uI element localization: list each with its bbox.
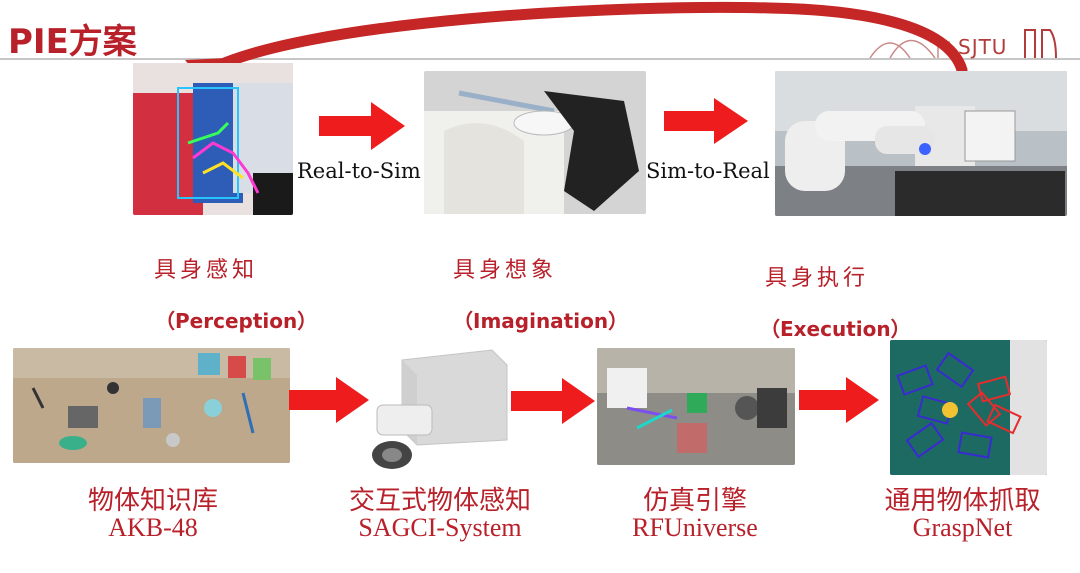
sagci-caption-cn: 交互式物体感知 bbox=[348, 486, 531, 516]
simulation-scene-image bbox=[597, 348, 795, 465]
header-divider bbox=[0, 58, 1080, 60]
akb-caption-en: AKB-48 bbox=[108, 513, 198, 542]
stage-imagination-cn: 具身想象 bbox=[453, 258, 558, 283]
real-to-sim-label: Real-to-Sim bbox=[297, 159, 421, 183]
sagci-caption-en: SAGCI-System bbox=[358, 513, 522, 542]
slide-title: PIE方案 bbox=[8, 22, 137, 62]
stage-perception-en: （Perception） bbox=[155, 309, 318, 333]
logo-text: SJTU bbox=[958, 35, 1008, 59]
rfuniverse-caption-en: RFUniverse bbox=[632, 513, 758, 542]
point-cloud-image bbox=[372, 345, 508, 470]
stage-execution-cn: 具身执行 bbox=[765, 266, 870, 291]
right-arrow-icon bbox=[511, 378, 595, 424]
simulated-gripper-photo bbox=[424, 71, 646, 214]
sim-to-real-label: Sim-to-Real bbox=[646, 159, 770, 183]
stage-imagination-en: （Imagination） bbox=[453, 309, 629, 333]
right-arrow-icon bbox=[289, 377, 369, 423]
robot-arm-photo bbox=[775, 71, 1067, 216]
right-arrow-icon bbox=[319, 102, 405, 150]
akb-caption-cn: 物体知识库 bbox=[87, 486, 218, 516]
object-collection-image bbox=[13, 348, 290, 463]
stage-execution-en: （Execution） bbox=[760, 317, 911, 341]
right-arrow-icon bbox=[664, 98, 748, 144]
graspnet-caption-cn: 通用物体抓取 bbox=[884, 486, 1041, 516]
grasp-poses-image bbox=[890, 340, 1047, 475]
hand-tracking-photo bbox=[133, 63, 293, 215]
graspnet-caption-en: GraspNet bbox=[912, 513, 1013, 542]
right-arrow-icon bbox=[799, 377, 879, 423]
rfuniverse-caption-cn: 仿真引擎 bbox=[642, 486, 747, 516]
stage-perception-cn: 具身感知 bbox=[154, 258, 259, 283]
